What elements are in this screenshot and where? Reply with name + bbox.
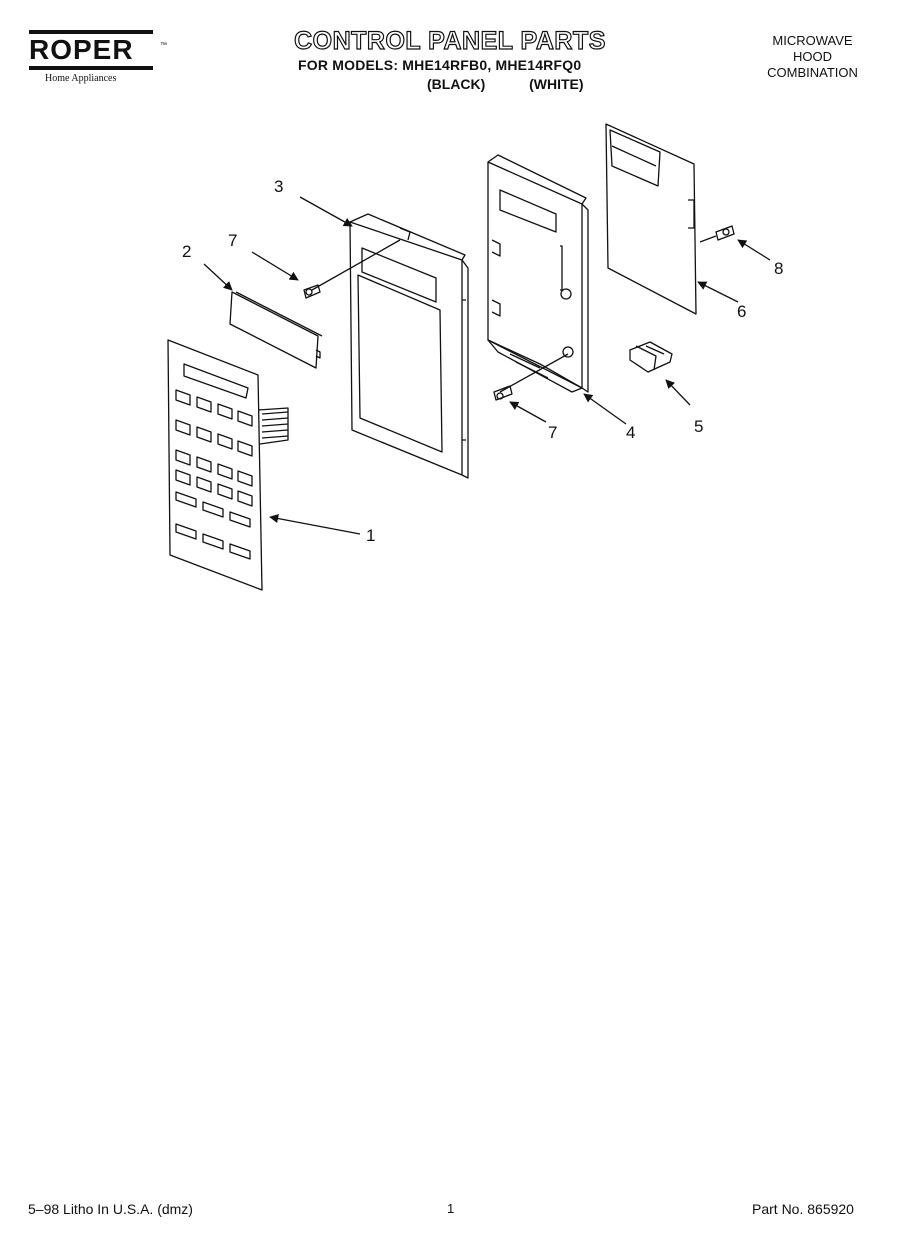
callout-2: 2 xyxy=(182,242,191,261)
roper-logo: ROPER Home Appliances ™ xyxy=(27,30,167,90)
part-1-keypad xyxy=(167,339,289,591)
logo-rule-bottom xyxy=(29,66,153,70)
logo-subtitle: Home Appliances xyxy=(45,73,117,84)
callout-1: 1 xyxy=(366,526,375,545)
part-6-control-board xyxy=(605,123,697,315)
page-title: CONTROL PANEL PARTS xyxy=(293,26,606,55)
callout-6: 6 xyxy=(737,302,746,321)
callout-8: 8 xyxy=(774,259,783,278)
trademark-mark: ™ xyxy=(160,42,167,49)
logo-rule-top xyxy=(29,30,153,34)
part-7-screw-lower xyxy=(493,385,513,401)
callout-7-upper: 7 xyxy=(228,231,237,250)
part-2-lens xyxy=(229,291,323,369)
part-5-clip xyxy=(629,341,673,373)
callout-4: 4 xyxy=(626,423,635,442)
category-line-2: HOOD xyxy=(793,49,832,64)
part-8-screw xyxy=(715,225,735,241)
leader-lines xyxy=(203,196,771,535)
variant-black: (BLACK) xyxy=(427,76,486,92)
appliance-category: MICROWAVE HOOD COMBINATION xyxy=(745,33,880,81)
callout-7-lower: 7 xyxy=(548,423,557,442)
page-number: 1 xyxy=(447,1201,455,1216)
category-line-1: MICROWAVE xyxy=(772,33,853,48)
variant-white: (WHITE) xyxy=(529,76,584,92)
print-info: 5–98 Litho In U.S.A. (dmz) xyxy=(28,1201,193,1217)
part-4-bracket xyxy=(487,154,589,393)
category-line-3: COMBINATION xyxy=(767,65,858,80)
part-3-panel-frame xyxy=(349,213,469,479)
callout-3: 3 xyxy=(274,177,283,196)
part-number: Part No. 865920 xyxy=(752,1201,854,1217)
model-variants: (BLACK) (WHITE) xyxy=(427,76,584,92)
callout-5: 5 xyxy=(694,417,703,436)
models-line: FOR MODELS: MHE14RFB0, MHE14RFQ0 xyxy=(298,57,582,73)
logo-wordmark: ROPER xyxy=(29,34,134,65)
